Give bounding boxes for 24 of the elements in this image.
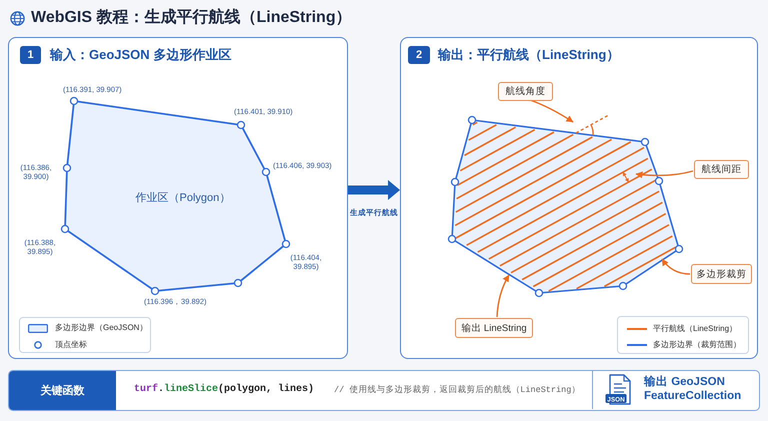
legend-label: 平行航线（LineString） xyxy=(653,324,738,334)
flow-arrow xyxy=(348,180,400,200)
bar-header: 关键函数 xyxy=(9,371,116,410)
callout-box: 多边形裁剪 xyxy=(691,264,752,284)
legend-label: 多边形边界（GeoJSON） xyxy=(55,323,148,333)
callout-box: 航线间距 xyxy=(694,160,749,179)
step-badge: 2 xyxy=(408,46,430,64)
step-badge: 1 xyxy=(20,46,41,64)
function-bar xyxy=(8,370,760,411)
callout-box: 航线角度 xyxy=(498,82,553,101)
code-comment: // 使用线与多边形裁剪，返回裁剪后的航线（LineString） xyxy=(334,385,580,396)
output-label: 输出 GeoJSON FeatureCollection xyxy=(644,375,742,403)
callout-box: 输出 LineString xyxy=(455,318,533,338)
leader-arrow xyxy=(496,274,510,318)
code-snippet: turf.lineSlice(polygon, lines) xyxy=(134,384,314,396)
legend-label: 顶点坐标 xyxy=(55,340,87,350)
leader-arrow xyxy=(530,99,574,123)
legend-label: 多边形边界（裁剪范围） xyxy=(653,340,741,350)
panel-heading: 输出：平行航线（LineString） xyxy=(438,46,620,63)
diagram-title: WebGIS 教程：生成平行航线（LineString） xyxy=(31,8,352,28)
panel-heading: 输入：GeoJSON 多边形作业区 xyxy=(50,46,232,63)
leader-arrow xyxy=(636,170,694,178)
panel xyxy=(400,37,758,359)
leader-arrow xyxy=(661,258,690,275)
